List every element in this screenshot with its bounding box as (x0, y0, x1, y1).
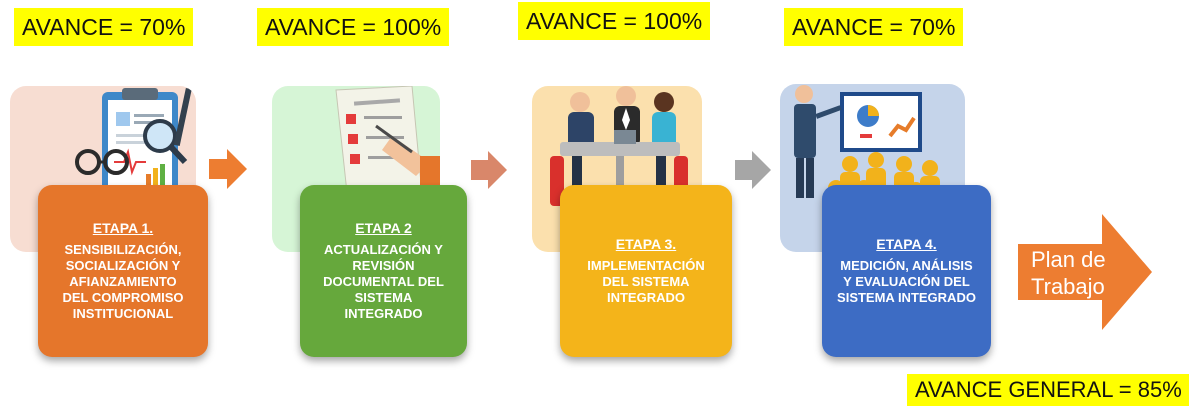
clipboard-report-icon (75, 87, 192, 202)
business-meeting-icon (550, 86, 688, 213)
stage-2-card: ETAPA 2 ACTUALIZACIÓN Y REVISIÓN DOCUMEN… (300, 185, 467, 357)
stage-4-description: MEDICIÓN, ANÁLISIS Y EVALUACIÓN DEL SIST… (837, 258, 976, 305)
stage-4-card: ETAPA 4. MEDICIÓN, ANÁLISIS Y EVALUACIÓN… (822, 185, 991, 357)
arrow-right-icon (735, 151, 771, 189)
arrow-right-icon (209, 149, 247, 189)
stage-1-title: ETAPA 1. (92, 220, 154, 236)
stage-3-progress-badge: AVANCE = 100% (518, 2, 711, 40)
stage-1-progress-badge: AVANCE = 70% (14, 8, 194, 46)
stage-3-title: ETAPA 3. (615, 236, 677, 252)
stage-2-description: ACTUALIZACIÓN Y REVISIÓN DOCUMENTAL DEL … (323, 242, 444, 321)
plan-label: Plan de Trabajo (1031, 247, 1106, 299)
stage-4-progress-badge: AVANCE = 70% (784, 8, 964, 46)
stage-3-description: IMPLEMENTACIÓN DEL SISTEMA INTEGRADO (587, 258, 705, 305)
arrow-right-icon (471, 151, 507, 189)
stage-3-card: ETAPA 3. IMPLEMENTACIÓN DEL SISTEMA INTE… (560, 185, 732, 357)
stage-1-card: ETAPA 1. SENSIBILIZACIÓN, SOCIALIZACIÓN … (38, 185, 208, 357)
plan-arrow-icon (1018, 214, 1152, 330)
stage-2-progress-badge: AVANCE = 100% (257, 8, 450, 46)
checklist-hand-icon (335, 86, 440, 203)
stage-1-description: SENSIBILIZACIÓN, SOCIALIZACIÓN Y AFIANZA… (62, 242, 184, 321)
stage-4-title: ETAPA 4. (876, 236, 937, 252)
overall-progress-badge: AVANCE GENERAL = 85% (907, 374, 1189, 406)
stage-2-title: ETAPA 2 (355, 220, 412, 236)
